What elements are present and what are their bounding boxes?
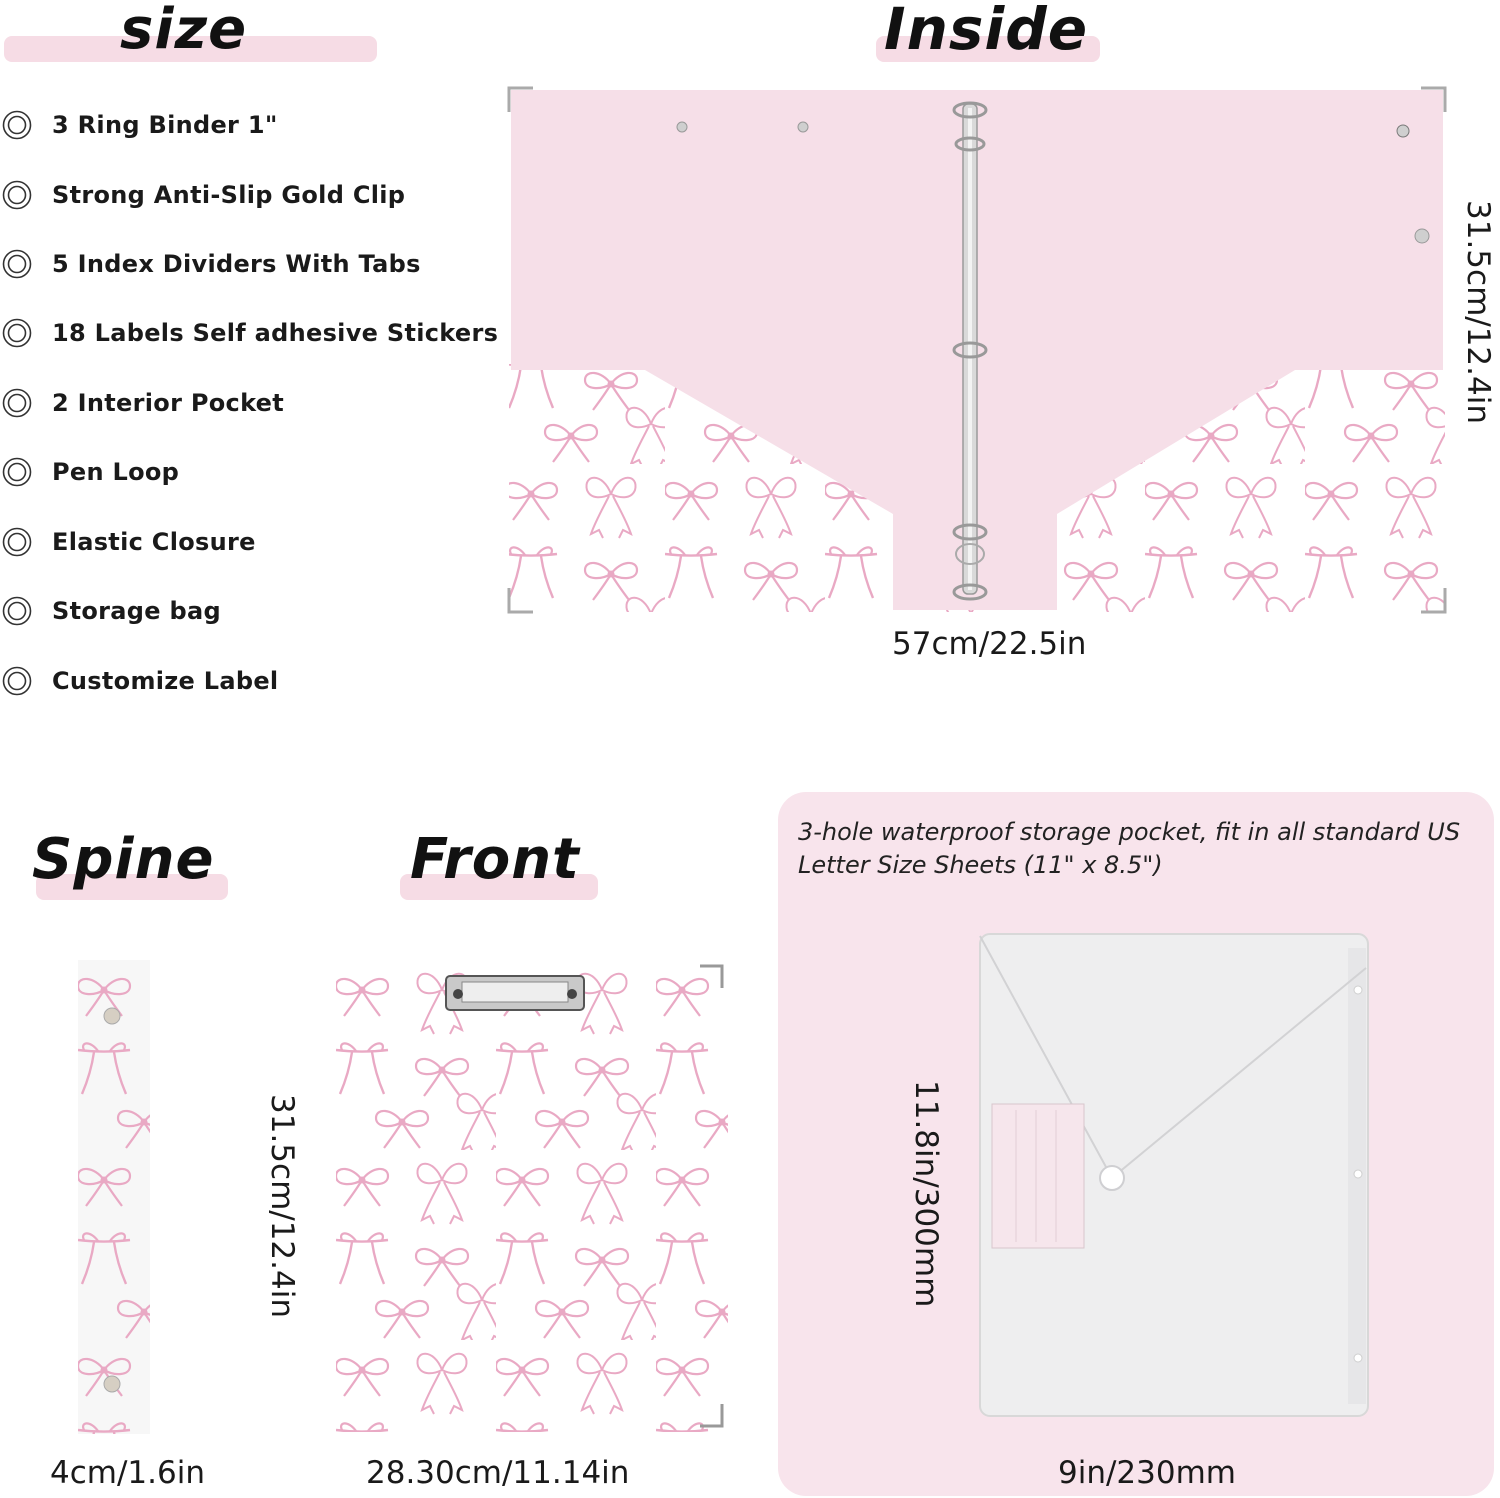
feature-item: Customize Label [0,661,278,701]
front-cover-image [336,960,728,1432]
front-heading-highlight [400,874,598,900]
inside-height-dimension: 31.5cm/12.4in [1460,200,1496,424]
feature-label: Strong Anti-Slip Gold Clip [52,181,406,209]
storage-pocket-image [979,933,1369,1417]
feature-label: 5 Index Dividers With Tabs [52,250,421,278]
feature-list: 3 Ring Binder 1" Strong Anti-Slip Gold C… [0,105,510,705]
feature-label: Storage bag [52,597,221,625]
feature-label: Elastic Closure [52,528,256,556]
spine-height-dimension: 31.5cm/12.4in [264,1094,300,1318]
feature-label: 2 Interior Pocket [52,389,285,417]
feature-item: 3 Ring Binder 1" [0,105,278,145]
ring-bullet-icon [2,388,32,418]
size-heading-highlight [4,36,377,62]
open-binder-image [507,86,1447,614]
spine-width-dimension: 4cm/1.6in [50,1455,205,1491]
ring-bullet-icon [2,666,32,696]
ring-bullet-icon [2,110,32,140]
feature-item: Pen Loop [0,452,179,492]
ring-bullet-icon [2,249,32,279]
ring-bullet-icon [2,457,32,487]
feature-label: 18 Labels Self adhesive Stickers [52,319,499,347]
ring-bullet-icon [2,318,32,348]
feature-item: 5 Index Dividers With Tabs [0,244,421,284]
pocket-height-dimension: 11.8in/300mm [908,1080,944,1308]
ring-bullet-icon [2,527,32,557]
feature-item: Strong Anti-Slip Gold Clip [0,175,405,215]
size-heading: size [120,0,248,62]
spine-image [78,960,150,1434]
spine-heading-highlight [36,874,228,900]
feature-item: Elastic Closure [0,522,256,562]
feature-label: Customize Label [52,667,279,695]
front-width-dimension: 28.30cm/11.14in [366,1455,630,1491]
inside-width-dimension: 57cm/22.5in [892,626,1087,662]
feature-item: Storage bag [0,591,221,631]
spine-heading: Spine [32,827,215,892]
feature-label: 3 Ring Binder 1" [52,111,278,139]
inside-heading: Inside [884,0,1089,63]
ring-bullet-icon [2,180,32,210]
ring-bullet-icon [2,596,32,626]
feature-item: 2 Interior Pocket [0,383,284,423]
feature-label: Pen Loop [52,458,180,486]
inside-heading-highlight [876,36,1100,62]
storage-pocket-description: 3-hole waterproof storage pocket, fit in… [798,818,1461,879]
pocket-width-dimension: 9in/230mm [1058,1455,1236,1491]
front-heading: Front [410,827,580,892]
feature-item: 18 Labels Self adhesive Stickers [0,313,498,353]
